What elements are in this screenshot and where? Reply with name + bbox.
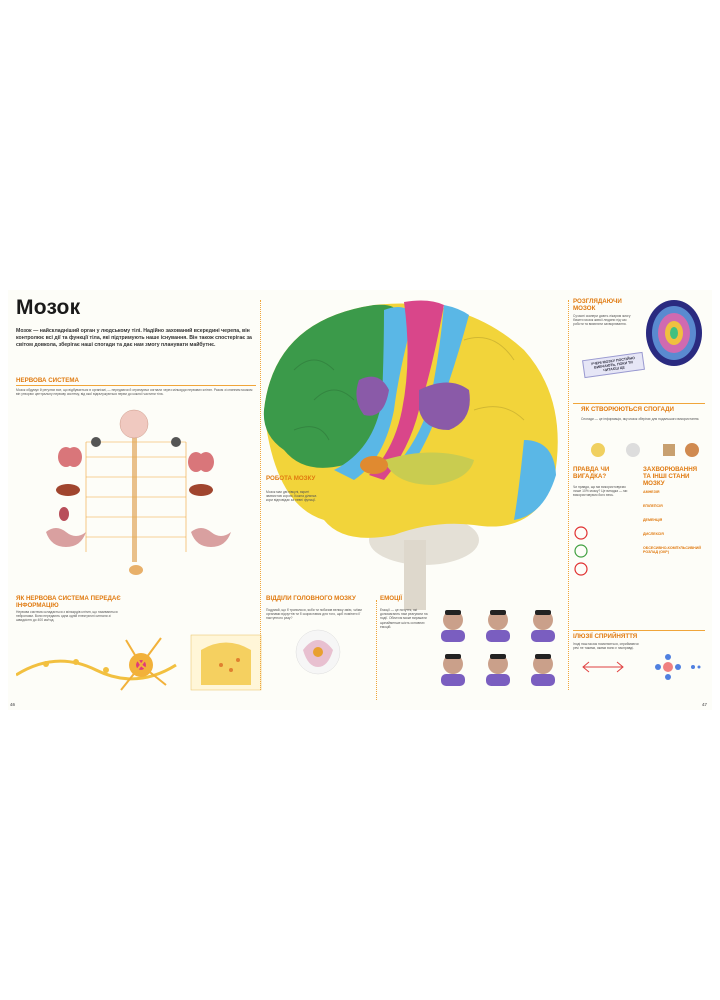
mri-scan-image — [646, 300, 702, 366]
page-number-right: 47 — [702, 702, 708, 707]
disease-item: ДЕМЕНЦІЯ — [643, 518, 663, 522]
face-icon — [441, 610, 555, 686]
page-number-left: 46 — [10, 702, 16, 707]
scanning-heading: РОЗГЛЯДАЮЧИ МОЗОК — [573, 298, 622, 312]
spine-icon — [132, 422, 137, 562]
occipital-lobe — [514, 440, 556, 520]
brain-parts-illustration — [295, 629, 341, 675]
brain-illustration — [263, 300, 558, 610]
diseases-list: АМНЕЗІЯ ЕПІЛЕПСІЯ ДЕМЕНЦІЯ ДИСЛЕКСІЯ ОБС… — [643, 490, 705, 554]
brain-parts-text: Подумай, що б трапилося, якби ти побачив… — [266, 608, 362, 621]
info-transfer-text: Нервова система складається з мільярдів … — [16, 610, 118, 623]
temporal-lobe — [384, 452, 474, 485]
eye-icon — [91, 437, 101, 447]
neuron-illustration — [16, 634, 262, 691]
divider — [573, 403, 705, 404]
brain-icon — [119, 409, 149, 439]
divider — [573, 630, 705, 631]
sensory-cortex — [394, 305, 469, 470]
disease-item: АМНЕЗІЯ — [643, 490, 660, 494]
liver-icon — [56, 484, 80, 496]
emotions-faces-grid — [433, 602, 563, 692]
disease-item: ДИСЛЕКСІЯ — [643, 532, 664, 536]
divider — [376, 600, 377, 700]
intro-text: Мозок — найскладніший орган у людському … — [16, 328, 252, 349]
divider — [16, 385, 256, 386]
premotor-strip — [334, 306, 414, 480]
broca-area — [356, 376, 389, 416]
nervous-system-illustration — [46, 409, 231, 575]
diseases-heading: ЗАХВОРЮВАННЯ ТА ІНШІ СТАНИ МОЗКУ — [643, 466, 698, 487]
memory-heading: ЯК СТВОРЮЮТЬСЯ СПОГАДИ — [581, 406, 675, 413]
scanning-sign: УЧЕНІ МОЗКУ ПОСТІЙНО ВИВЧАЮТЬ, ПОКИ ТИ Ч… — [582, 351, 645, 379]
bladder-icon — [129, 565, 143, 575]
brain-work-heading: РОБОТА МОЗКУ — [266, 475, 316, 482]
brain-parts-heading: ВІДДІЛИ ГОЛОВНОГО МОЗКУ — [266, 595, 356, 602]
scanning-text: Сучасні сканери дають лікарям змогу бачи… — [573, 314, 631, 327]
amygdala — [360, 456, 388, 474]
memory-steps-illustration — [591, 443, 699, 457]
disease-item: ОБСЕСИВНО-КОМПУЛЬСИВНИЙ РОЗЛАД (ОКР) — [643, 546, 701, 554]
memory-text: Спогади — це інформація, яку мозок збері… — [581, 417, 700, 421]
illusions-heading: ІЛЮЗІЇ СПРИЙНЯТТЯ — [573, 633, 638, 640]
true-false-icons — [574, 526, 588, 576]
intestines-icon — [46, 528, 86, 547]
emotions-text: Емоції — це почуття, які допомагають нам… — [380, 608, 428, 629]
brain-work-text: Мозок має дві півкулі, вкриті звивистою … — [266, 490, 317, 503]
emotions-heading: ЕМОЦІЇ — [380, 595, 403, 602]
illusion-circle-icon — [663, 662, 673, 672]
book-spread: Мозок Мозок — найскладніший орган у людс… — [8, 290, 712, 710]
nervous-system-heading: НЕРВОВА СИСТЕМА — [16, 377, 79, 384]
divider — [260, 300, 261, 690]
illusions-illustration — [582, 654, 701, 680]
divider — [568, 300, 569, 690]
frontal-lobe — [263, 304, 397, 468]
illusions-text: Іноді наш мозок помиляється, сприймаючи … — [573, 642, 639, 651]
motor-cortex — [369, 300, 444, 480]
page-title: Мозок — [16, 296, 81, 319]
nervous-system-text: Мозок обдумує й регулює все, що відбуває… — [16, 388, 253, 397]
info-transfer-heading: ЯК НЕРВОВА СИСТЕМА ПЕРЕДАЄ ІНФОРМАЦІЮ — [16, 595, 121, 609]
brainstem-icon — [404, 540, 426, 610]
true-or-false-heading: ПРАВДА ЧИ ВИГАДКА? — [573, 466, 610, 480]
disease-item: ЕПІЛЕПСІЯ — [643, 504, 663, 508]
wernicke-area — [419, 382, 470, 430]
kidney-icon — [59, 507, 69, 521]
true-or-false-text: Чи правда, що ми використовуємо лише 10%… — [573, 485, 628, 498]
